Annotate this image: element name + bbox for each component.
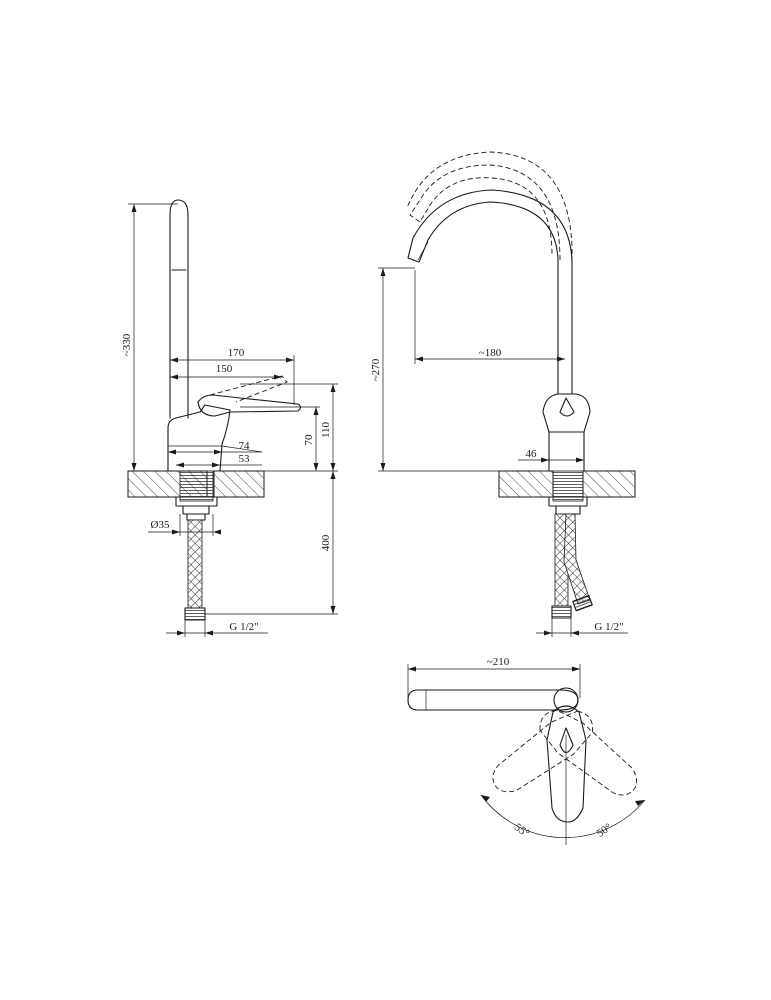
dim-thread-side: G 1/2" — [166, 620, 268, 637]
dim-body-width: 46 — [518, 448, 584, 463]
dim-top-length: ~210 — [407, 656, 581, 698]
dim-label-210: ~210 — [487, 656, 510, 668]
dim-spout-reach: ~180 — [414, 270, 565, 364]
dim-label-d35: Ø35 — [151, 519, 170, 531]
dim-thread-front: G 1/2" — [536, 618, 628, 637]
top-angle-arc — [480, 794, 646, 838]
dim-label-g12-side: G 1/2" — [229, 621, 258, 633]
angle-label-50: 50° — [595, 821, 615, 840]
dim-reach-150: 150 — [170, 363, 282, 380]
dim-reach-170: 170 — [170, 347, 295, 405]
dim-label-150: 150 — [216, 363, 233, 375]
dim-spout-height: ~270 — [370, 267, 499, 472]
angle-label-55: 55° — [512, 821, 532, 840]
dim-label-170: 170 — [228, 347, 245, 359]
top-lever-alt-left — [492, 710, 594, 793]
dim-height-330: ~330 — [121, 203, 178, 471]
top-lever-alt-right — [539, 709, 638, 796]
top-view: 55° 50° ~210 — [407, 656, 646, 845]
dim-label-46: 46 — [526, 448, 538, 460]
dim-label-74: 74 — [239, 440, 251, 452]
dim-base-width: 74 53 — [167, 440, 263, 468]
dim-label-110: 110 — [320, 421, 332, 438]
dim-shank-diameter: Ø35 — [148, 514, 221, 536]
front-spout — [407, 189, 573, 395]
front-view: ~270 ~180 46 G 1/2" — [370, 151, 636, 637]
dim-label-400: 400 — [320, 534, 332, 551]
dim-label-53: 53 — [239, 453, 251, 465]
dim-label-330: ~330 — [121, 333, 133, 356]
side-lever — [197, 394, 302, 417]
dim-hose-length: 400 — [205, 471, 338, 615]
side-view: ~330 170 150 70 1 — [121, 199, 338, 637]
front-shank-thread — [552, 470, 584, 502]
front-faucet-body — [542, 393, 591, 472]
top-spout — [407, 689, 579, 711]
side-hose — [187, 519, 203, 609]
front-spout-alt — [409, 164, 561, 261]
dim-label-180: ~180 — [479, 347, 502, 359]
top-lever — [546, 705, 587, 823]
dim-label-270: ~270 — [370, 358, 382, 381]
dim-label-70: 70 — [303, 434, 315, 446]
side-lever-alt — [209, 375, 288, 403]
side-spout — [169, 199, 189, 419]
side-shank-thread — [179, 470, 214, 502]
dim-lever-heights: 70 110 — [240, 383, 338, 472]
side-faucet-body — [167, 404, 231, 472]
front-hose-fitting — [551, 605, 572, 619]
dim-label-g12-front: G 1/2" — [594, 621, 623, 633]
